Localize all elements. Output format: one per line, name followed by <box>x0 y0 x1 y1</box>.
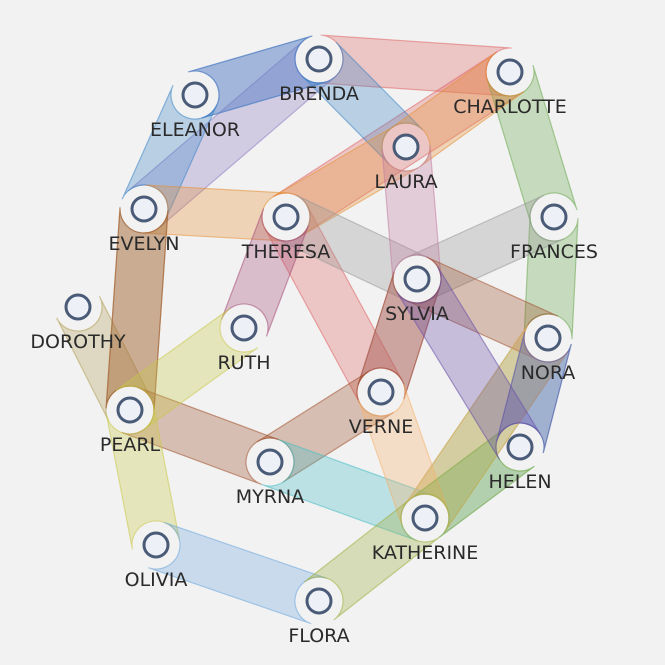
node-frances[interactable]: FRANCES <box>510 203 598 263</box>
node-ruth[interactable]: RUTH <box>217 314 271 374</box>
node-label: NORA <box>521 362 576 384</box>
node-nora[interactable]: NORA <box>521 324 576 384</box>
node-label: BRENDA <box>279 83 359 105</box>
node-helen[interactable]: HELEN <box>488 433 552 493</box>
node-label: EVELYN <box>109 233 180 255</box>
node-marker[interactable] <box>130 195 158 223</box>
node-marker[interactable] <box>411 504 439 532</box>
node-label: LAURA <box>374 171 437 193</box>
node-pearl[interactable]: PEARL <box>100 396 161 456</box>
node-olivia[interactable]: OLIVIA <box>125 531 188 591</box>
node-theresa[interactable]: THERESA <box>241 203 331 263</box>
node-katherine[interactable]: KATHERINE <box>372 504 479 564</box>
node-label: VERNE <box>349 416 413 438</box>
node-label: HELEN <box>488 471 551 493</box>
node-label: SYLVIA <box>385 303 449 325</box>
node-myrna[interactable]: MYRNA <box>236 448 304 508</box>
hyperedge-15 <box>396 266 572 460</box>
node-laura[interactable]: LAURA <box>374 133 438 193</box>
node-label: ELEANOR <box>150 119 240 141</box>
node-marker[interactable] <box>272 203 300 231</box>
node-label: FRANCES <box>510 241 598 263</box>
node-layer: BRENDA CHARLOTTE ELEANOR LAURA EVELYN THERESA… <box>30 45 598 647</box>
node-label: THERESA <box>241 241 331 263</box>
node-label: RUTH <box>217 352 270 374</box>
node-label: PEARL <box>100 434 161 456</box>
node-marker[interactable] <box>496 58 524 86</box>
node-verne[interactable]: VERNE <box>349 378 413 438</box>
node-dorothy[interactable]: DOROTHY <box>30 293 126 353</box>
node-sylvia[interactable]: SYLVIA <box>385 265 449 325</box>
node-brenda[interactable]: BRENDA <box>279 45 359 105</box>
node-evelyn[interactable]: EVELYN <box>109 195 180 255</box>
node-label: MYRNA <box>236 486 304 508</box>
node-marker[interactable] <box>256 448 284 476</box>
node-marker[interactable] <box>392 133 420 161</box>
hyperedge-band <box>303 498 441 621</box>
hyperedge-7 <box>220 208 310 337</box>
node-charlotte[interactable]: CHARLOTTE <box>453 58 567 118</box>
node-marker[interactable] <box>305 45 333 73</box>
node-marker[interactable] <box>367 378 395 406</box>
node-eleanor[interactable]: ELEANOR <box>150 81 240 141</box>
hyperedge-band <box>220 208 310 337</box>
node-marker[interactable] <box>506 433 534 461</box>
node-marker[interactable] <box>540 203 568 231</box>
node-label: FLORA <box>288 625 349 647</box>
node-marker[interactable] <box>403 265 431 293</box>
hyperedge-layer <box>56 34 579 625</box>
node-label: DOROTHY <box>30 331 126 353</box>
node-marker[interactable] <box>116 396 144 424</box>
node-marker[interactable] <box>181 81 209 109</box>
node-marker[interactable] <box>64 293 92 321</box>
node-flora[interactable]: FLORA <box>288 587 350 647</box>
node-label: OLIVIA <box>125 569 188 591</box>
node-label: CHARLOTTE <box>453 96 567 118</box>
node-label: KATHERINE <box>372 542 479 564</box>
node-marker[interactable] <box>230 314 258 342</box>
node-marker[interactable] <box>305 587 333 615</box>
node-marker[interactable] <box>142 531 170 559</box>
node-marker[interactable] <box>534 324 562 352</box>
hyperedge-9 <box>105 207 559 486</box>
